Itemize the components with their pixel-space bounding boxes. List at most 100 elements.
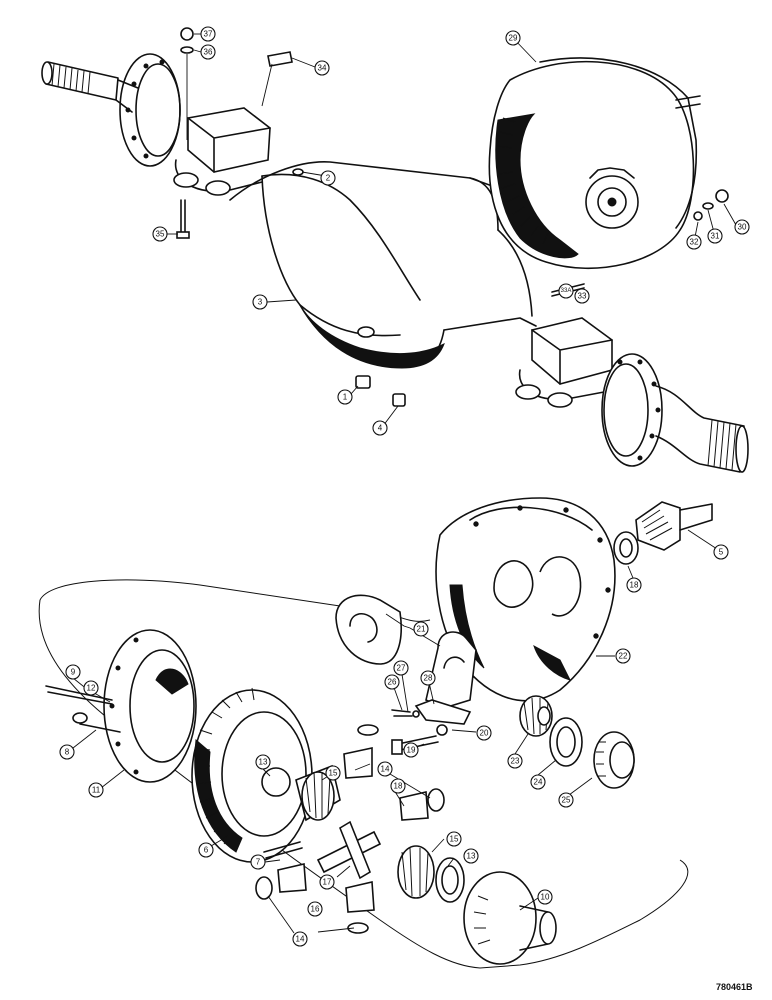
callout-11: 11 — [88, 782, 104, 798]
callout-5: 5 — [713, 544, 729, 560]
svg-text:34: 34 — [318, 64, 327, 73]
callout-24: 24 — [530, 774, 546, 790]
thrust-washers-14 — [255, 724, 445, 934]
callout-6: 6 — [198, 842, 214, 858]
spider-17 — [316, 820, 382, 880]
svg-text:16: 16 — [311, 905, 320, 914]
callout-9: 9 — [65, 664, 81, 680]
svg-text:1: 1 — [343, 393, 348, 402]
assembly-loop-outline — [38, 579, 689, 969]
svg-text:9: 9 — [71, 668, 76, 677]
svg-text:25: 25 — [562, 796, 571, 805]
svg-text:27: 27 — [397, 664, 406, 673]
callout-17: 17 — [319, 874, 335, 890]
left-spindle — [41, 53, 181, 167]
svg-text:15: 15 — [450, 835, 459, 844]
svg-text:18: 18 — [394, 782, 403, 791]
svg-text:20: 20 — [480, 729, 489, 738]
svg-text:33A: 33A — [561, 288, 572, 294]
svg-text:26: 26 — [388, 678, 397, 687]
callout-33: 33 — [574, 288, 590, 304]
svg-text:14: 14 — [381, 765, 390, 774]
bearing-cup-24 — [549, 717, 583, 767]
plug-4 — [392, 393, 406, 407]
callout-23: 23 — [507, 753, 523, 769]
side-gear-13-15 — [261, 764, 341, 822]
drawing-number: 780461B — [716, 982, 753, 992]
callout-2: 2 — [320, 170, 336, 186]
callout-18a: 18 — [390, 778, 406, 794]
svg-text:22: 22 — [619, 652, 628, 661]
svg-text:7: 7 — [256, 858, 261, 867]
svg-text:13: 13 — [467, 852, 476, 861]
side-gear-15-lower — [397, 845, 465, 903]
callout-15b: 15 — [446, 831, 462, 847]
case-half-10 — [463, 871, 557, 965]
callout-22: 22 — [615, 648, 631, 664]
key-34 — [261, 51, 293, 107]
bearing-cap-21-a — [335, 594, 402, 665]
svg-text:28: 28 — [424, 674, 433, 683]
right-spring-pad — [515, 317, 613, 408]
svg-text:3: 3 — [258, 298, 263, 307]
callout-15a: 15 — [325, 765, 341, 781]
callout-31: 31 — [707, 228, 723, 244]
svg-text:11: 11 — [92, 786, 101, 795]
adjuster-25 — [593, 731, 635, 789]
bolts-8-9 — [45, 685, 121, 733]
callout-32: 32 — [686, 234, 702, 250]
bolt-7 — [263, 841, 303, 859]
callout-30: 30 — [734, 219, 750, 235]
svg-text:17: 17 — [323, 878, 332, 887]
callout-28: 28 — [420, 670, 436, 686]
left-spring-pad — [173, 107, 271, 196]
callout-21: 21 — [413, 621, 429, 637]
callout-36: 36 — [200, 44, 216, 60]
callout-35: 35 — [152, 226, 168, 242]
bolt-35 — [176, 199, 190, 239]
svg-text:31: 31 — [711, 232, 720, 241]
axle-housing — [41, 27, 749, 473]
svg-text:2: 2 — [326, 174, 331, 183]
svg-text:5: 5 — [719, 548, 724, 557]
svg-text:8: 8 — [65, 748, 70, 757]
bearing-cap-21-b — [425, 631, 477, 709]
svg-text:21: 21 — [417, 625, 426, 634]
callout-19: 19 — [403, 742, 419, 758]
svg-text:32: 32 — [690, 238, 699, 247]
callout-4: 4 — [372, 420, 388, 436]
callout-1: 1 — [337, 389, 353, 405]
svg-text:15: 15 — [329, 769, 338, 778]
callout-14a: 14 — [377, 761, 393, 777]
case-half-11 — [103, 629, 197, 783]
bearing-23 — [519, 695, 553, 737]
ring-gear-6 — [191, 687, 313, 863]
pinion-gears-16 — [277, 747, 429, 913]
callout-10: 10 — [537, 889, 553, 905]
svg-text:19: 19 — [407, 746, 416, 755]
callout-18b: 18 — [626, 577, 642, 593]
callout-7: 7 — [250, 854, 266, 870]
svg-text:10: 10 — [541, 893, 550, 902]
pinion-5 — [635, 501, 713, 551]
callout-26: 26 — [384, 674, 400, 690]
right-spindle — [601, 353, 749, 473]
bearing-18-upper — [613, 531, 639, 565]
adjuster-lock-20 — [414, 699, 472, 736]
callout-33a: 33A — [558, 283, 574, 299]
plug-1 — [355, 375, 371, 389]
callout-13a: 13 — [463, 848, 479, 864]
cotter-pin-26-27 — [391, 709, 420, 718]
svg-text:37: 37 — [204, 30, 213, 39]
callout-13b: 13 — [255, 754, 271, 770]
svg-text:12: 12 — [87, 684, 96, 693]
callout-25: 25 — [558, 792, 574, 808]
svg-text:33: 33 — [578, 292, 587, 301]
callout-3: 3 — [252, 294, 268, 310]
washer-36 — [180, 46, 194, 140]
callout-16: 16 — [307, 901, 323, 917]
svg-text:30: 30 — [738, 223, 747, 232]
svg-text:6: 6 — [204, 846, 209, 855]
callout-14b: 14 — [292, 931, 308, 947]
